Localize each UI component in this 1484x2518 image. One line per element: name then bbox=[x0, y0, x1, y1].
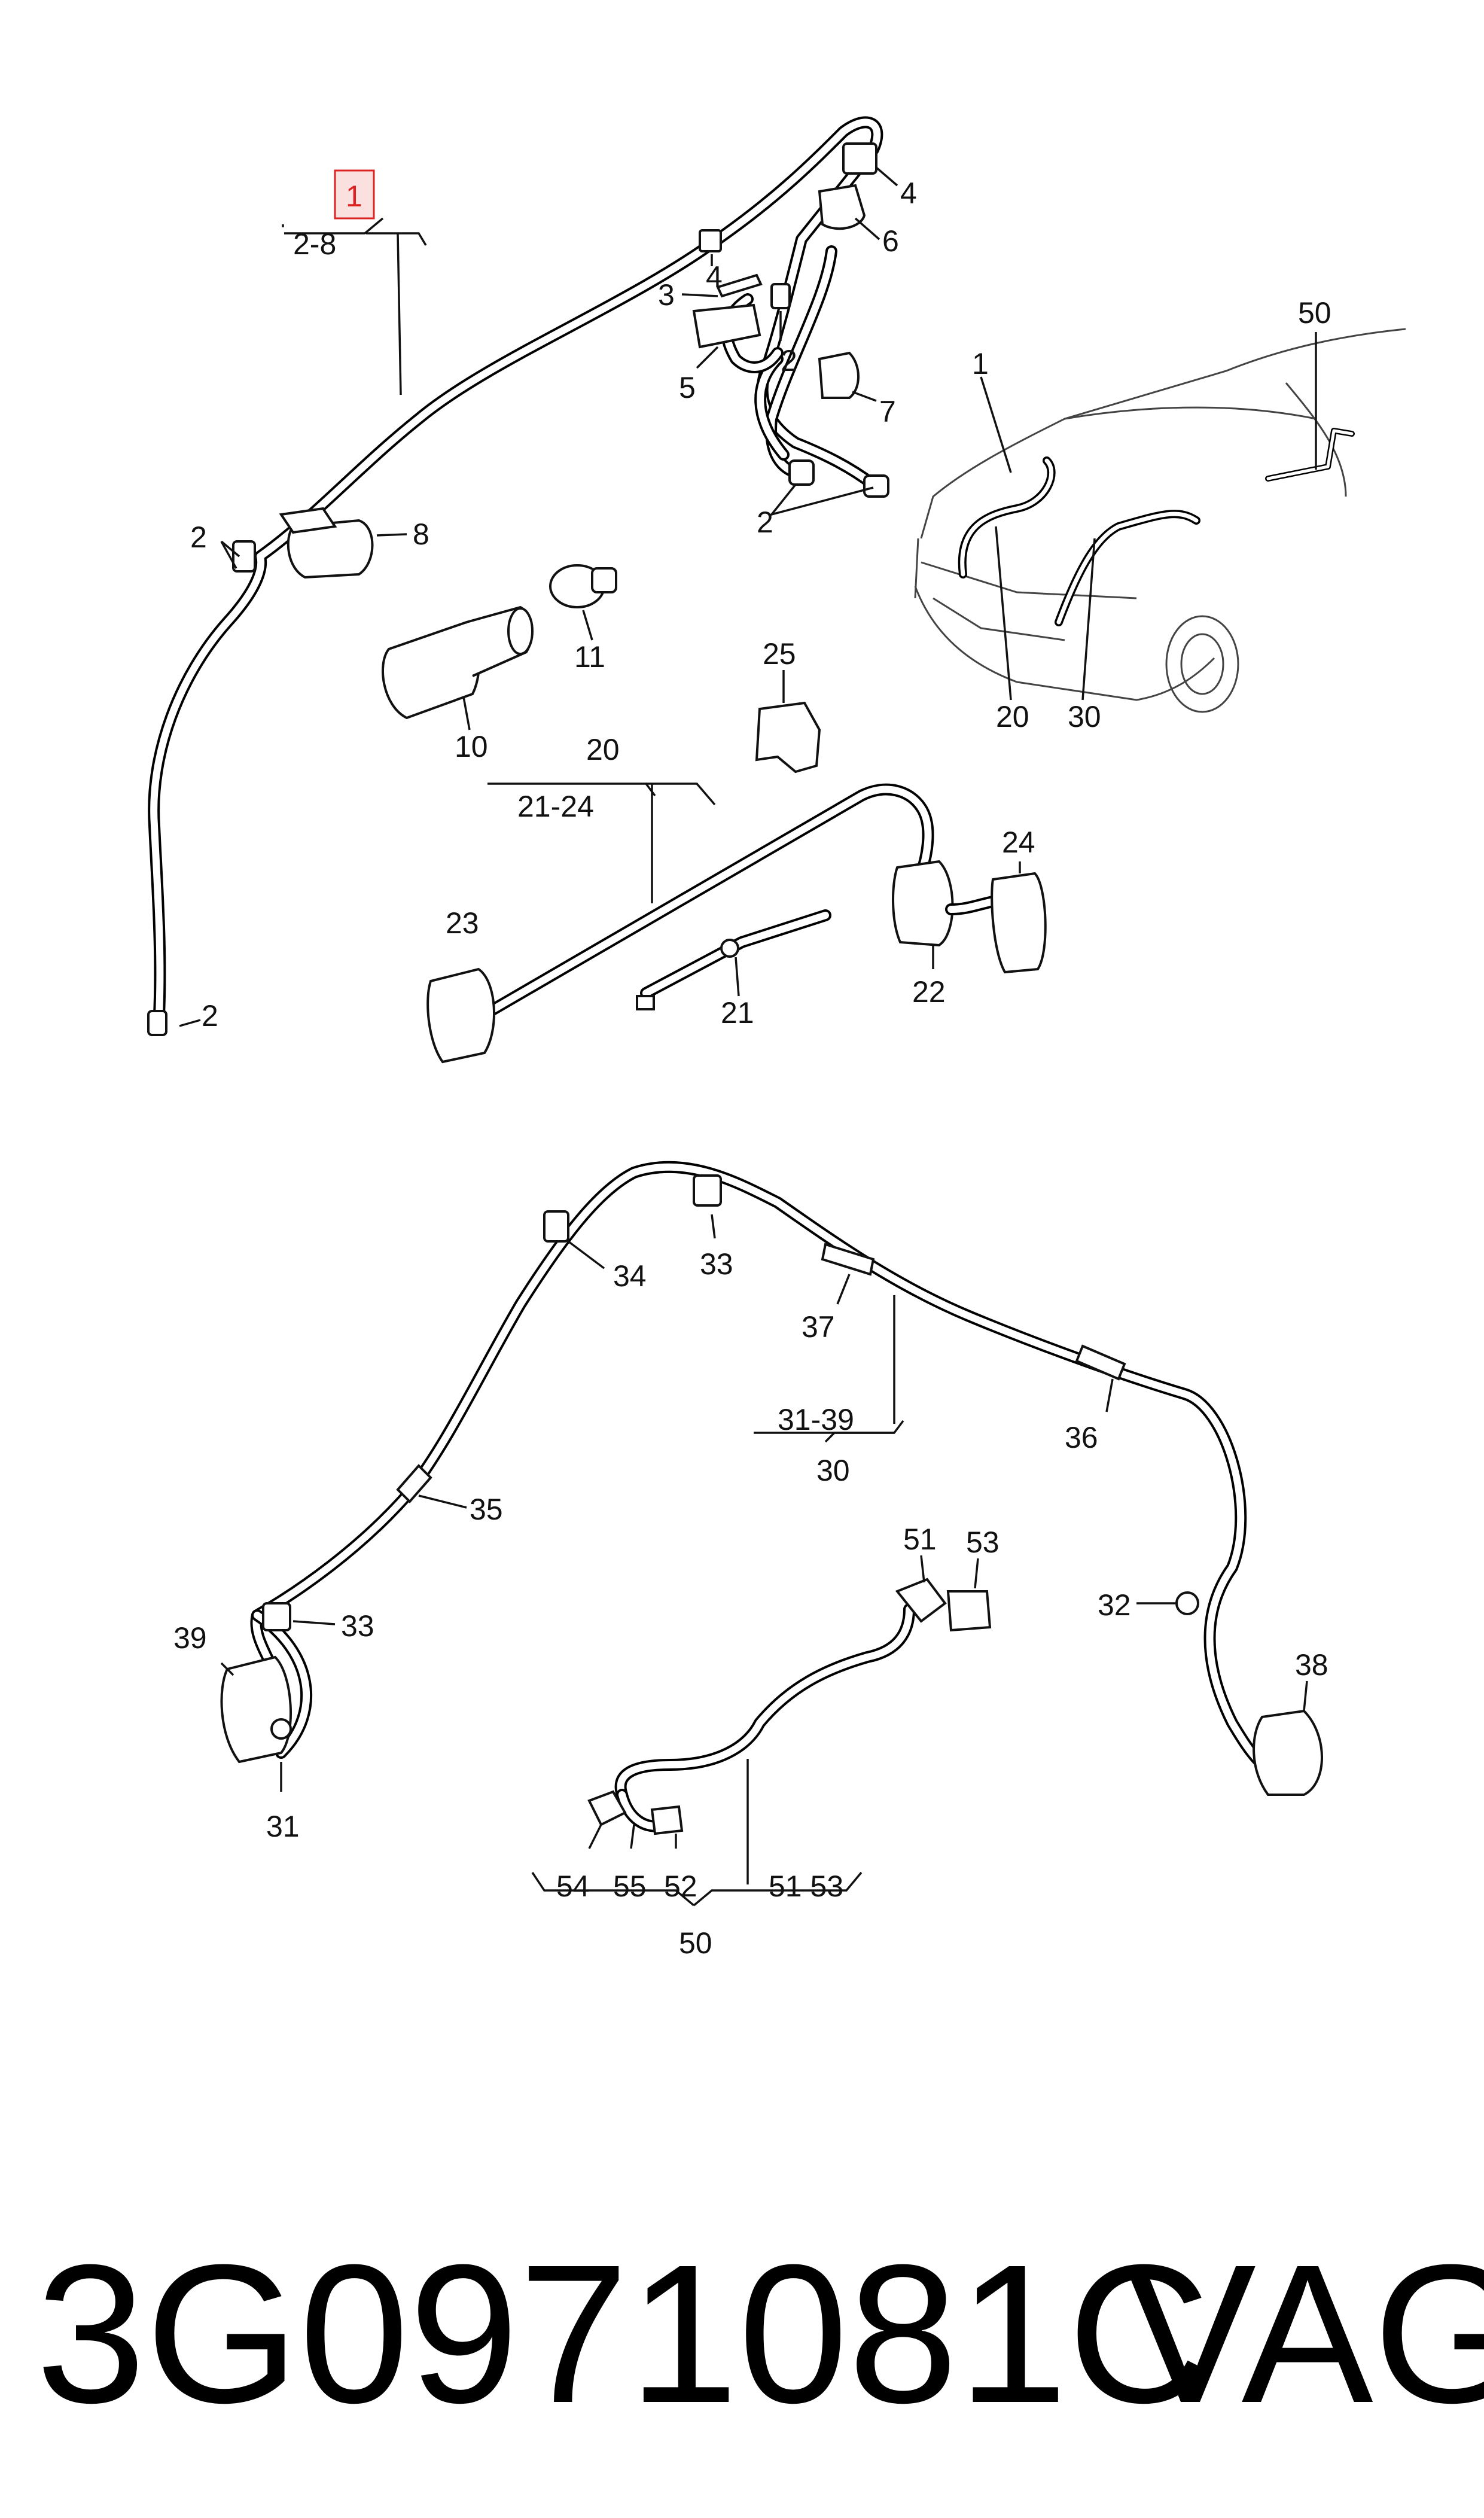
label-25: 25 bbox=[763, 637, 796, 671]
label-33-b: 33 bbox=[341, 1609, 374, 1643]
label-54: 54 bbox=[556, 1870, 590, 1903]
label-52: 52 bbox=[664, 1870, 697, 1903]
connector-2-bottom-b bbox=[863, 474, 889, 498]
clip-33-top bbox=[693, 1174, 722, 1207]
label-3: 3 bbox=[658, 278, 675, 312]
leader-lines-1 bbox=[179, 166, 898, 1027]
connector-54 bbox=[587, 1790, 627, 1826]
clip-35 bbox=[396, 1464, 432, 1503]
label-30: 30 bbox=[816, 1454, 850, 1487]
label-51-53: 51 53 bbox=[769, 1870, 843, 1903]
label-8: 8 bbox=[413, 517, 429, 551]
label-36: 36 bbox=[1065, 1421, 1098, 1454]
connector-23 bbox=[426, 967, 495, 1064]
connector-8 bbox=[287, 519, 374, 579]
label-20-car: 20 bbox=[996, 700, 1029, 733]
label-51: 51 bbox=[903, 1523, 937, 1556]
label-50: 50 bbox=[679, 1926, 712, 1960]
label-2-8: 2-8 bbox=[293, 227, 336, 261]
label-55: 55 bbox=[613, 1870, 647, 1903]
label-1-top: 1 bbox=[346, 179, 362, 213]
label-23: 23 bbox=[446, 906, 479, 940]
connector-2-bottom-a bbox=[788, 459, 815, 486]
label-11: 11 bbox=[574, 640, 605, 674]
label-4-a: 4 bbox=[900, 176, 917, 210]
clip-36 bbox=[1075, 1344, 1126, 1381]
label-32: 32 bbox=[1098, 1588, 1131, 1622]
label-37: 37 bbox=[802, 1310, 835, 1344]
label-4-b: 4 bbox=[706, 260, 723, 294]
connector-4-top bbox=[842, 142, 877, 175]
label-24: 24 bbox=[1002, 826, 1035, 859]
part-number: 3G0971081C bbox=[36, 2223, 1210, 2444]
clip-34 bbox=[543, 1210, 569, 1243]
label-21-24: 21-24 bbox=[517, 790, 594, 823]
label-10: 10 bbox=[455, 730, 488, 763]
cable-tie-21 bbox=[720, 939, 739, 958]
label-22: 22 bbox=[912, 975, 946, 1009]
part-10 bbox=[382, 605, 534, 730]
car-front-view-icon bbox=[914, 328, 1406, 713]
connector-2-mid bbox=[770, 283, 791, 309]
highlight-box bbox=[334, 169, 375, 220]
part-25 bbox=[755, 670, 821, 774]
label-2-d: 2 bbox=[757, 506, 773, 539]
clip-3 bbox=[716, 273, 763, 298]
label-7: 7 bbox=[879, 395, 896, 428]
part-11 bbox=[549, 564, 617, 641]
label-31-39: 31-39 bbox=[778, 1403, 854, 1436]
connector-38 bbox=[1253, 1709, 1323, 1796]
connector-5 bbox=[692, 303, 761, 349]
connector-2-left bbox=[232, 540, 256, 573]
label-20: 20 bbox=[586, 733, 620, 766]
callout-labels: 1 2-8 2 8 2 11 10 4 6 4 3 2 5 7 2 1 50 2… bbox=[173, 176, 1331, 1960]
label-2-a: 2 bbox=[190, 520, 207, 554]
harness-50 bbox=[531, 1555, 992, 1907]
label-6: 6 bbox=[882, 224, 899, 258]
harness-end-connector bbox=[147, 1010, 167, 1036]
label-5: 5 bbox=[679, 371, 696, 404]
harness-30 bbox=[220, 1161, 1323, 1796]
label-1-car: 1 bbox=[972, 347, 989, 380]
connector-7 bbox=[818, 351, 860, 399]
label-35: 35 bbox=[470, 1493, 503, 1526]
label-38: 38 bbox=[1295, 1648, 1328, 1682]
clip-37 bbox=[821, 1243, 875, 1276]
connector-51 bbox=[895, 1578, 947, 1623]
connector-53 bbox=[946, 1590, 992, 1632]
connector-22 bbox=[892, 860, 954, 947]
label-2-c: 2 bbox=[781, 344, 797, 377]
connector-24 bbox=[991, 872, 1047, 974]
label-30-car: 30 bbox=[1068, 700, 1101, 733]
label-53: 53 bbox=[966, 1526, 1000, 1559]
brand: VAG bbox=[1125, 2223, 1484, 2444]
harness-1 bbox=[147, 116, 889, 1036]
label-50-car: 50 bbox=[1298, 296, 1331, 330]
connector-6 bbox=[818, 184, 866, 230]
label-33-a: 33 bbox=[700, 1247, 733, 1281]
label-34: 34 bbox=[613, 1259, 647, 1293]
label-39: 39 bbox=[173, 1621, 207, 1655]
grommet-32 bbox=[1175, 1591, 1199, 1615]
label-2-b: 2 bbox=[202, 999, 218, 1033]
label-21: 21 bbox=[721, 996, 754, 1030]
grommet-31 bbox=[270, 1718, 292, 1740]
harness-20 bbox=[426, 783, 1047, 1064]
clip-33-low bbox=[262, 1602, 291, 1631]
connector-52 bbox=[650, 1805, 684, 1835]
label-31: 31 bbox=[266, 1810, 300, 1843]
connector-4-small bbox=[699, 229, 722, 252]
